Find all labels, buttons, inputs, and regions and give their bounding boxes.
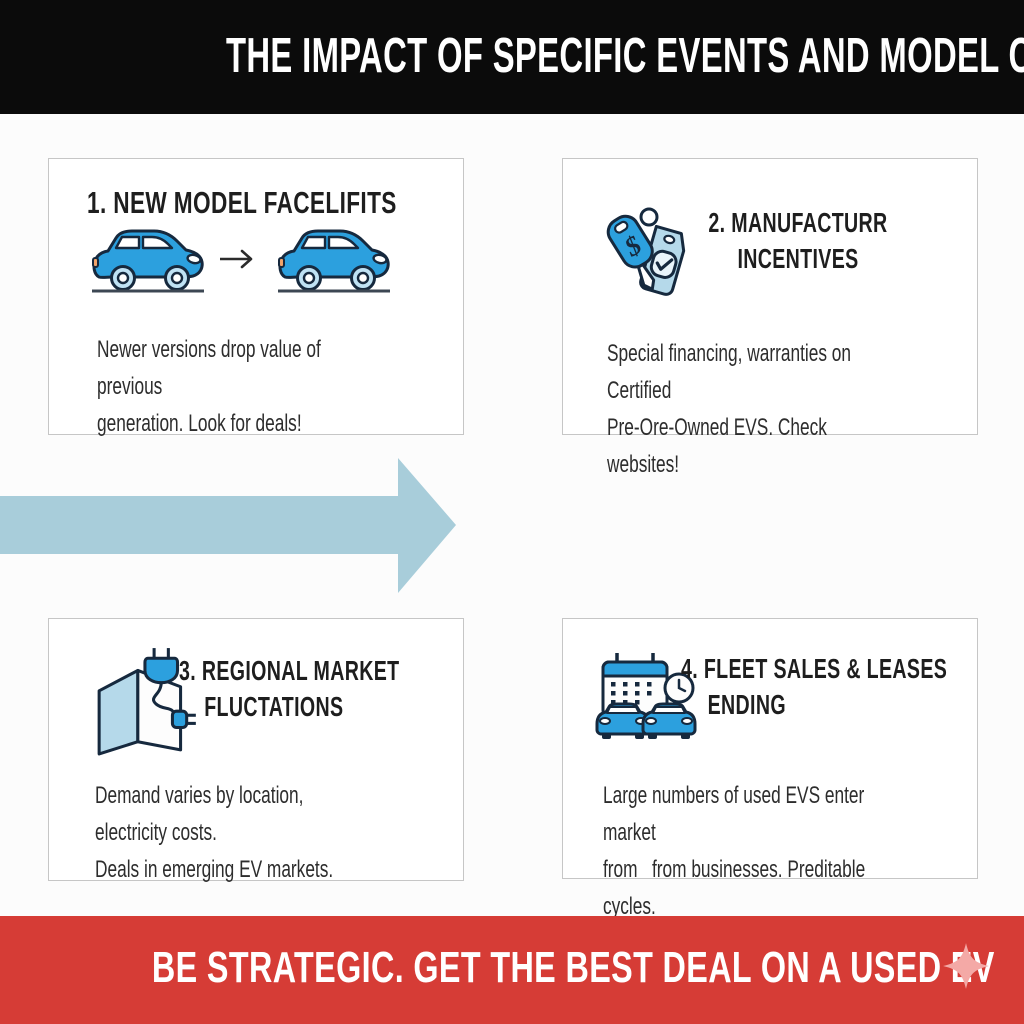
header-band: THE IMPACT OF SPECIFIC EVENTS AND MODEL … (0, 0, 1024, 114)
card4-title: 4. FLEET SALES & LEASES ENDING (681, 651, 947, 723)
car-evolution-icon (91, 229, 392, 293)
card3-title: 3. REGIONAL MARKET FLUCTATIONS (179, 653, 399, 725)
card3-body: Demand varies by location, electricity c… (95, 782, 334, 883)
card3-title-line1: 3. REGIONAL MARKET (179, 655, 400, 686)
card2-title-line2: INCENTIVES (737, 243, 859, 274)
calendar-fleet-icon (595, 653, 697, 741)
card-new-model-facelifts: 1. NEW MODEL FACELIFITS (48, 158, 464, 437)
card1-title: 1. NEW MODEL FACELIFITS (87, 185, 397, 220)
card-fleet-sales-leases-ending: 4. FLEET SALES & LEASES ENDING Large num… (562, 618, 978, 920)
key-tag-icon: $ (606, 207, 686, 296)
arrow-right-icon (220, 249, 253, 269)
card4-body: Large numbers of used EVS enter market f… (603, 782, 866, 920)
card2-body: Special financing, warranties on Certifi… (607, 340, 851, 478)
card-manufacturer-incentives: $ 2. MANUFACTURR INCENTIVES Special fina… (562, 158, 978, 478)
card4-title-line2: ENDING (707, 689, 786, 720)
card3-title-line2: FLUCTATIONS (204, 691, 344, 722)
footer-title: BE STRATEGIC. GET THE BEST DEAL ON A USE… (151, 943, 995, 992)
card2-title: 2. MANUFACTURR INCENTIVES (700, 205, 896, 277)
card-regional-market-fluctuations: 3. REGIONAL MARKET FLUCTATIONS Demand va… (48, 618, 464, 883)
flow-arrow-icon (0, 458, 456, 593)
card2-title-line1: 2. MANUFACTURR (708, 207, 888, 238)
page-title: THE IMPACT OF SPECIFIC EVENTS AND MODEL … (225, 29, 1024, 83)
sparkle-icon (943, 943, 989, 989)
footer-band: BE STRATEGIC. GET THE BEST DEAL ON A USE… (0, 916, 1024, 1024)
card4-title-line1: 4. FLEET SALES & LEASES (681, 653, 948, 684)
card1-body: Newer versions drop value of previous ge… (97, 336, 321, 437)
map-plug-icon (97, 648, 196, 756)
